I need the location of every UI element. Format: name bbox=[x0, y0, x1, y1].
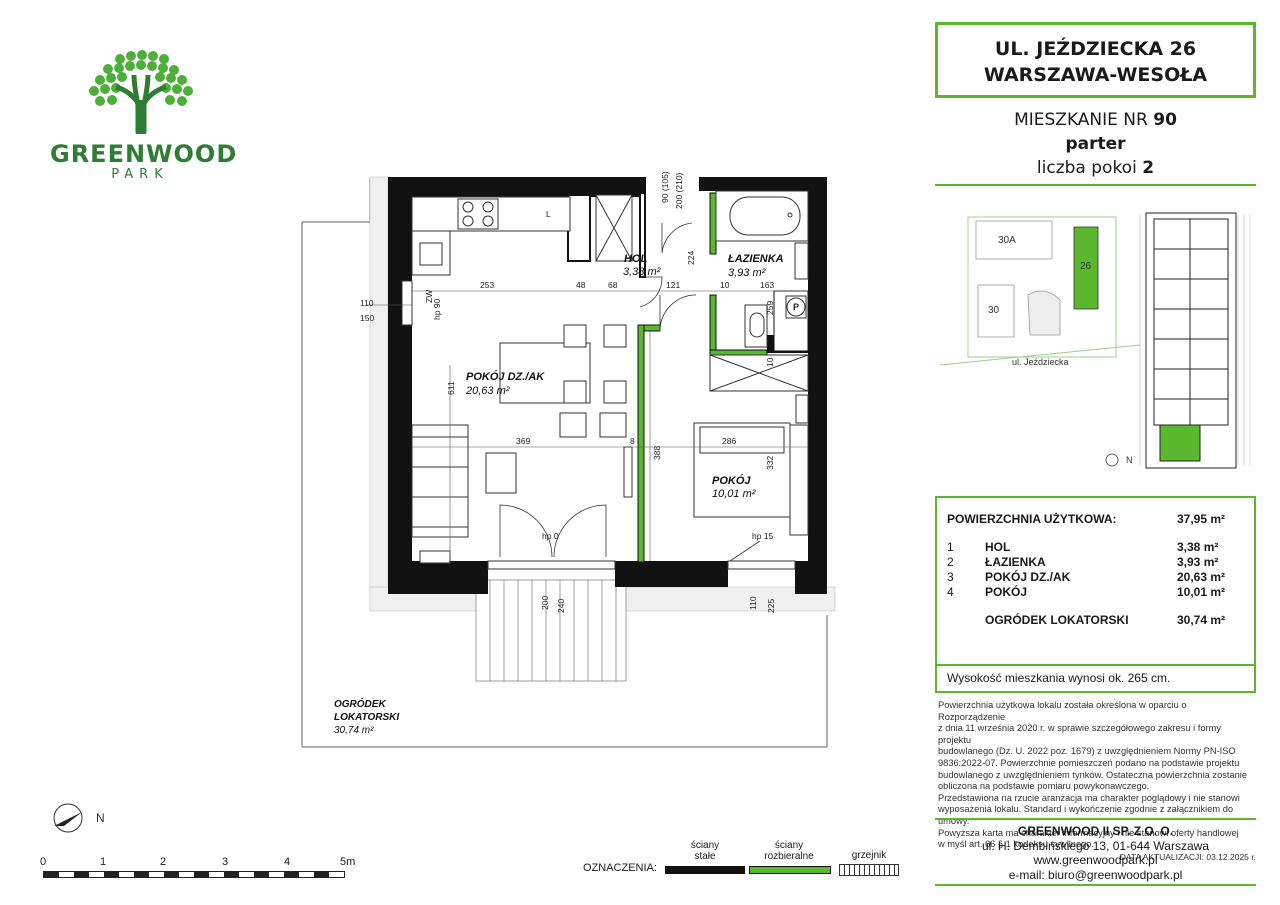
dim-68: 68 bbox=[608, 280, 618, 290]
north-label: N bbox=[96, 811, 105, 825]
dim-48: 48 bbox=[576, 280, 586, 290]
area-item: 1 HOL 3,38 m² bbox=[947, 540, 1219, 554]
dim-240: 240 bbox=[556, 599, 566, 613]
dim-163: 163 bbox=[760, 280, 774, 290]
north-arrow-small-icon: N bbox=[1105, 453, 1133, 467]
site-map: 30A 26 30 ul. Jeździecka N bbox=[940, 212, 1251, 469]
floor-plan: HOL 3,38 m² ŁAZIENKA 3,93 m² POKÓJ DZ./A… bbox=[301, 171, 836, 748]
street-name: ul. Jeździecka bbox=[1012, 357, 1069, 367]
dim-286: 286 bbox=[722, 436, 736, 446]
dim-10b: 10 bbox=[765, 357, 775, 367]
room-pokoj-area: 10,01 m² bbox=[712, 488, 756, 500]
garden-total-value: 30,74 m² bbox=[1177, 613, 1226, 627]
dim-332: 332 bbox=[765, 456, 775, 470]
dim-hp90: hp 90 bbox=[432, 298, 442, 320]
rooms-count: 2 bbox=[1142, 158, 1155, 178]
company-email[interactable]: e-mail: biuro@greenwoodpark.pl bbox=[1008, 867, 1183, 882]
dim-hp0: hp 0 bbox=[542, 531, 559, 541]
legend-removable-wall bbox=[749, 866, 831, 874]
address-street: UL. JEŹDZIECKA 26 bbox=[994, 38, 1197, 60]
dim-8: 8 bbox=[630, 436, 635, 446]
brand-name: GREENWOOD bbox=[50, 140, 238, 168]
apartment-number: 90 bbox=[1153, 110, 1177, 130]
area-item: 3 POKÓJ DZ./AK 20,63 m² bbox=[947, 570, 1226, 584]
bedroom-furniture bbox=[693, 422, 809, 536]
dim-200: 200 bbox=[540, 596, 550, 610]
total-label: POWIERZCHNIA UŻYTKOWA: bbox=[947, 512, 1117, 526]
dim-90-105: 90 (105) bbox=[660, 171, 670, 203]
dim-l: L bbox=[546, 209, 551, 219]
room-hol-name: HOL bbox=[624, 253, 648, 265]
garden-area: 30,74 m² bbox=[334, 725, 374, 736]
dim-110b: 110 bbox=[748, 596, 758, 610]
dim-225: 225 bbox=[766, 599, 776, 613]
dim-224: 224 bbox=[686, 251, 696, 265]
dim-253: 253 bbox=[480, 280, 494, 290]
height-note: Wysokość mieszkania wynosi ok. 265 cm. bbox=[937, 664, 1254, 691]
company-www[interactable]: www.greenwoodpark.pl bbox=[1033, 853, 1158, 867]
garden-label-2: LOKATORSKI bbox=[334, 712, 399, 723]
dim-110: 110 bbox=[360, 298, 374, 308]
tree-logo-icon bbox=[89, 50, 193, 134]
logo: GREENWOOD PARK bbox=[50, 45, 238, 185]
area-item: 4 POKÓJ 10,01 m² bbox=[947, 585, 1226, 599]
brand-sub: PARK bbox=[111, 167, 169, 182]
room-hol-area: 3,38 m² bbox=[623, 266, 661, 278]
dim-hp15: hp 15 bbox=[752, 531, 774, 541]
company-address: ul. H. Dembińskiego 13, 01-644 Warszawa bbox=[982, 838, 1209, 853]
total-value: 37,95 m² bbox=[1177, 512, 1226, 526]
dim-121: 121 bbox=[666, 280, 680, 290]
room-pokoj-dz-area: 20,63 m² bbox=[465, 385, 510, 397]
disclaimer: Powierzchnia użytkowa lokalu została okr… bbox=[938, 700, 1256, 862]
area-summary: POWIERZCHNIA UŻYTKOWA: 37,95 m² 1 HOL 3,… bbox=[935, 496, 1256, 693]
dim-369: 369 bbox=[516, 436, 530, 446]
update-date: DATA AKTUALIZACJI: 03.12.2025 r. bbox=[1119, 851, 1256, 862]
legend-radiator bbox=[839, 864, 899, 876]
doors bbox=[499, 222, 761, 562]
apartment-floor: parter bbox=[1065, 134, 1126, 154]
garden-total-label: OGRÓDEK LOKATORSKI bbox=[985, 613, 1129, 627]
dim-p: P bbox=[793, 302, 799, 312]
north-small-label: N bbox=[1126, 455, 1133, 465]
building-30a: 30A bbox=[998, 235, 1016, 246]
windows bbox=[401, 280, 796, 570]
room-lazienka-name: ŁAZIENKA bbox=[727, 253, 784, 265]
company-info: GREENWOOD II SP. Z O. O. ul. H. Dembińsk… bbox=[935, 818, 1256, 886]
building-26: 26 bbox=[1080, 261, 1092, 272]
company-name: GREENWOOD II SP. Z O. O. bbox=[1017, 824, 1174, 838]
living-furniture bbox=[411, 324, 633, 564]
dim-388: 388 bbox=[652, 446, 662, 460]
legend-label: OZNACZENIA: bbox=[583, 862, 657, 874]
room-pokoj-dz-name: POKÓJ DZ./AK bbox=[466, 370, 545, 383]
building-30: 30 bbox=[988, 305, 1000, 316]
room-pokoj-name: POKÓJ bbox=[712, 474, 751, 487]
scale-bar: 0 1 2 3 4 5m bbox=[40, 856, 370, 880]
kitchen bbox=[411, 194, 633, 276]
apartment-label: MIESZKANIE NR bbox=[1014, 110, 1148, 130]
dim-611: 611 bbox=[446, 381, 456, 395]
divider bbox=[935, 184, 1256, 186]
dim-zw: ZW bbox=[424, 290, 434, 303]
address-box: UL. JEŹDZIECKA 26 WARSZAWA-WESOŁA bbox=[935, 22, 1256, 98]
dim-200-210: 200 (210) bbox=[674, 172, 684, 209]
rooms-label: liczba pokoi bbox=[1036, 158, 1137, 178]
external-walls bbox=[388, 177, 827, 594]
terrace bbox=[475, 579, 627, 682]
apartment-info: MIESZKANIE NR 90 parter liczba pokoi 2 bbox=[935, 108, 1256, 180]
dim-10: 10 bbox=[720, 280, 730, 290]
dim-259: 259 bbox=[765, 301, 775, 315]
garden-label-1: OGRÓDEK bbox=[334, 697, 386, 710]
address-city: WARSZAWA-WESOŁA bbox=[983, 64, 1208, 86]
legend-fixed-wall bbox=[665, 866, 745, 874]
dim-150: 150 bbox=[360, 313, 374, 323]
north-arrow-icon: N bbox=[53, 803, 105, 833]
area-item: 2 ŁAZIENKA 3,93 m² bbox=[947, 555, 1219, 569]
dimension-lines bbox=[366, 290, 808, 561]
room-lazienka-area: 3,93 m² bbox=[728, 267, 766, 279]
bath bbox=[709, 190, 809, 424]
